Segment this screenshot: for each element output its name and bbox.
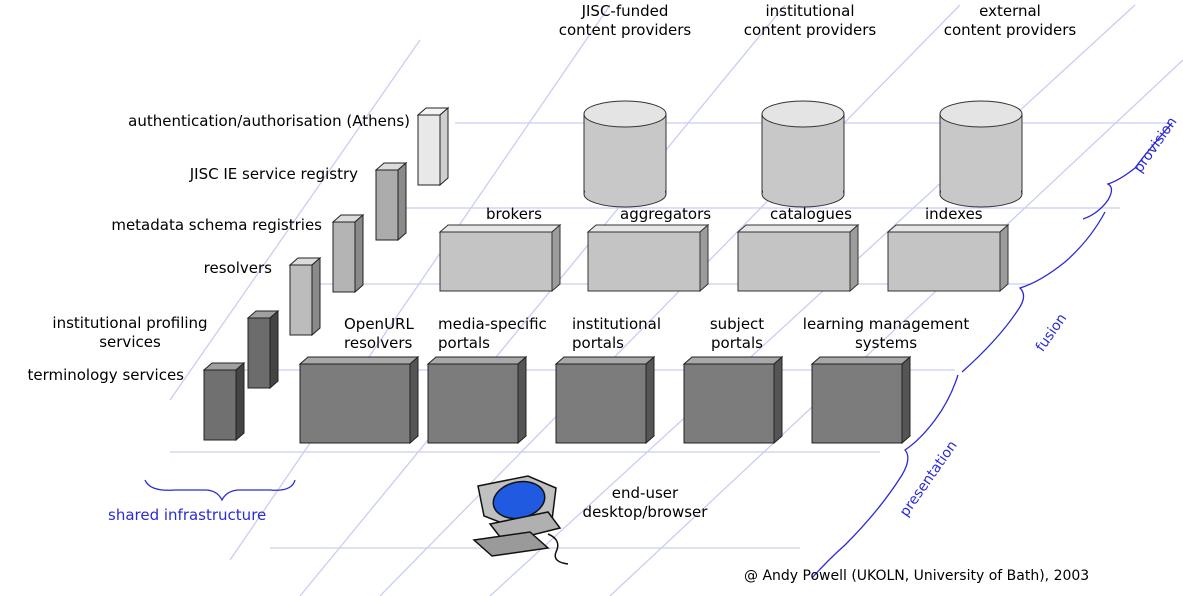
cylinder-external xyxy=(939,100,1023,208)
cylinder-jisc-funded xyxy=(583,100,667,208)
label-service-registry: JISC IE service registry xyxy=(189,165,358,183)
shared-infrastructure-caption: shared infrastructure xyxy=(108,506,267,524)
box-indexes xyxy=(886,223,1010,293)
tower-terminology xyxy=(202,361,246,442)
tower-resolvers xyxy=(288,256,322,337)
tower-authentication xyxy=(416,106,450,187)
label-metadata-registries: metadata schema registries xyxy=(111,216,322,234)
fusion-label-indexes: indexes xyxy=(925,205,983,223)
box-subject-portals xyxy=(682,355,784,445)
box-media-specific-portals xyxy=(426,355,528,445)
fusion-label-catalogues: catalogues xyxy=(770,205,852,223)
shared-infrastructure-towers xyxy=(202,106,450,442)
provider-cylinders xyxy=(583,100,1023,208)
presentation-boxes xyxy=(298,355,912,445)
cylinder-institutional xyxy=(761,100,845,208)
box-aggregators xyxy=(586,223,710,293)
box-openurl-resolvers xyxy=(298,355,420,445)
box-learning-management-systems xyxy=(810,355,912,445)
label-resolvers: resolvers xyxy=(203,259,272,277)
fusion-label-brokers: brokers xyxy=(486,205,542,223)
computer-icon xyxy=(472,475,569,565)
credit-text: @ Andy Powell (UKOLN, University of Bath… xyxy=(744,568,1090,584)
fusion-boxes xyxy=(438,223,1010,293)
tower-profiling xyxy=(246,309,280,390)
tower-metadata-registries xyxy=(331,213,365,294)
box-catalogues xyxy=(736,223,860,293)
fusion-label-aggregators: aggregators xyxy=(620,205,712,223)
layer-braces xyxy=(144,122,1173,579)
label-authentication: authentication/authorisation (Athens) xyxy=(128,112,410,130)
tower-service-registry xyxy=(374,161,408,242)
box-institutional-portals xyxy=(554,355,656,445)
label-terminology: terminology services xyxy=(27,366,184,384)
diagonal-grid xyxy=(169,4,1183,596)
box-brokers xyxy=(438,223,562,293)
